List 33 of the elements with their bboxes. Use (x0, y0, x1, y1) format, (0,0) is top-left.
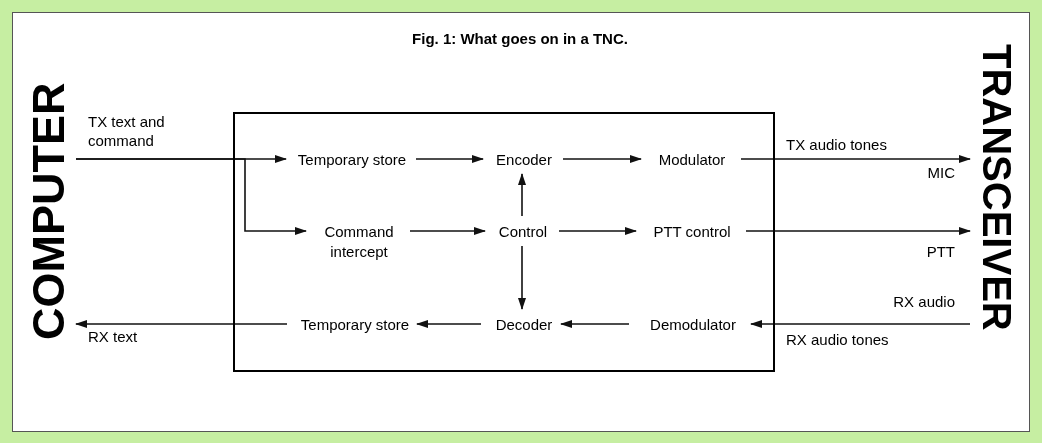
arrow (560, 320, 630, 328)
arrow (518, 245, 526, 310)
process-label: PTT control (642, 222, 742, 244)
edge-label: RX text (88, 327, 139, 346)
edge-label: RX audio (892, 292, 955, 311)
side-label: TRANSCEIVER (972, 26, 1022, 348)
tnc-box (233, 112, 775, 372)
process-label: Encoder (489, 150, 559, 172)
process-label: Demodulator (637, 315, 749, 337)
process-label: Command intercept (312, 222, 406, 264)
arrow (750, 320, 971, 328)
process-label: Temporary store (292, 150, 412, 172)
arrow (75, 320, 288, 328)
arrow (562, 155, 642, 163)
arrow (518, 173, 526, 217)
arrow (740, 155, 971, 163)
process-label: Decoder (489, 315, 559, 337)
side-label: COMPUTER (22, 75, 74, 347)
process-label: Modulator (647, 150, 737, 172)
arrow (558, 227, 637, 235)
arrow (415, 155, 484, 163)
process-label: Temporary store (295, 315, 415, 337)
arrow (416, 320, 482, 328)
edge-label: TX text and command (88, 112, 166, 150)
signal-label: MIC (926, 163, 955, 182)
arrow (409, 227, 486, 235)
figure-title: Fig. 1: What goes on in a TNC. (411, 29, 629, 49)
arrow (75, 158, 307, 235)
arrow (745, 227, 971, 235)
process-label: Control (491, 222, 555, 244)
signal-label: RX audio tones (786, 330, 890, 349)
signal-label: PTT (925, 242, 955, 261)
edge-label: TX audio tones (786, 135, 888, 154)
